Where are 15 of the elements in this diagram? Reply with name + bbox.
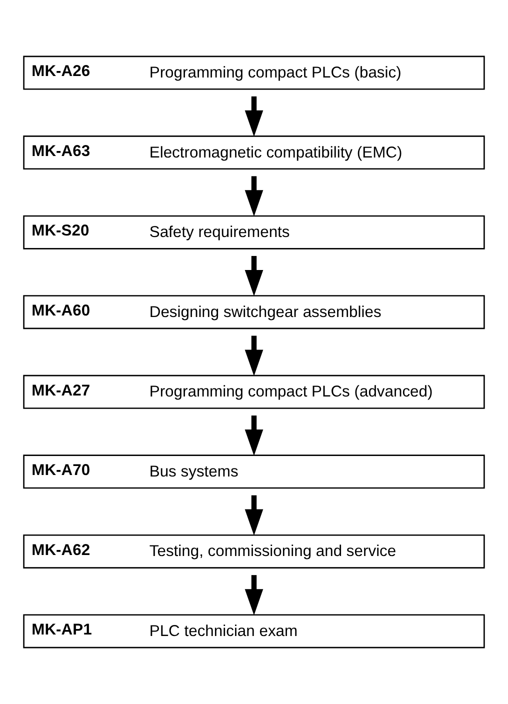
node-box: MK-S20 Safety requirements: [23, 215, 485, 250]
arrow: [244, 575, 264, 616]
arrow: [244, 416, 264, 456]
node-box: MK-A27 Programming compact PLCs (advanced): [23, 374, 485, 409]
node-box: MK-A26 Programming compact PLCs (basic): [23, 56, 485, 90]
node-box: MK-AP1 PLC technician exam: [23, 614, 485, 648]
node-box: MK-A70 Bus systems: [23, 454, 485, 489]
arrow: [244, 176, 264, 216]
node-box: MK-A63 Electromagnetic compatibility (EMC): [23, 136, 485, 170]
node-box: MK-A62 Testing, commissioning and service: [23, 534, 485, 568]
arrow: [244, 336, 264, 376]
node-box: MK-A60 Designing switchgear assemblies: [23, 295, 485, 330]
arrow: [244, 495, 264, 536]
arrow: [244, 256, 264, 296]
arrow: [244, 96, 264, 137]
